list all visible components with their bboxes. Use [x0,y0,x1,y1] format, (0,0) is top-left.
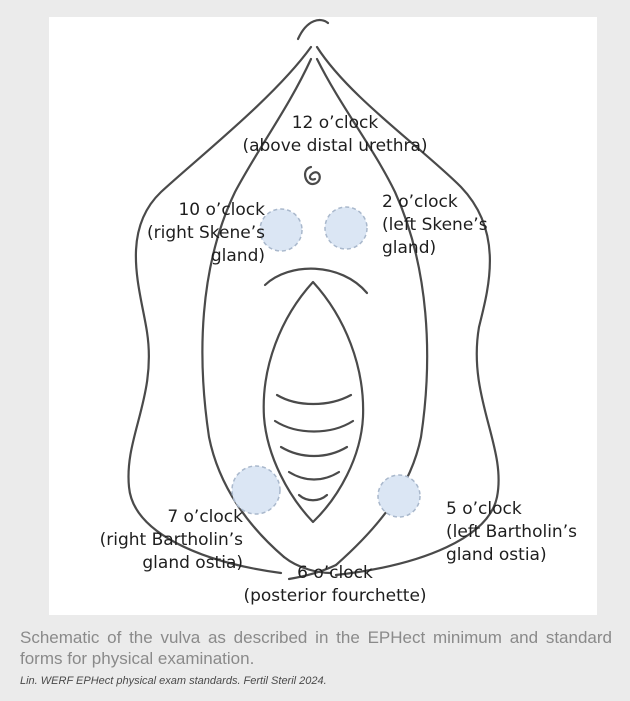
figure-caption: Schematic of the vulva as described in t… [20,627,612,669]
figure-citation: Lin. WERF EPHect physical exam standards… [20,675,612,687]
left-bartholin-gland-marker [378,475,420,517]
label-10-oclock: 10 o’clock (right Skene’s gland) [89,199,265,268]
clitoral-hood-outline [298,20,328,39]
right-skene-gland-marker [260,209,302,251]
clitoris-outline [305,167,320,184]
vulva-schematic-panel: 12 o’clock (above distal urethra) 10 o’c… [49,17,597,615]
label-5-oclock: 5 o’clock (left Bartholin’s gland ostia) [446,498,606,567]
label-12-oclock: 12 o’clock (above distal urethra) [185,112,485,158]
label-6-oclock: 6 o’clock (posterior fourchette) [185,562,485,608]
urethra-outline [265,269,367,293]
left-skene-gland-marker [325,207,367,249]
label-2-oclock: 2 o’clock (left Skene’s gland) [382,191,542,260]
